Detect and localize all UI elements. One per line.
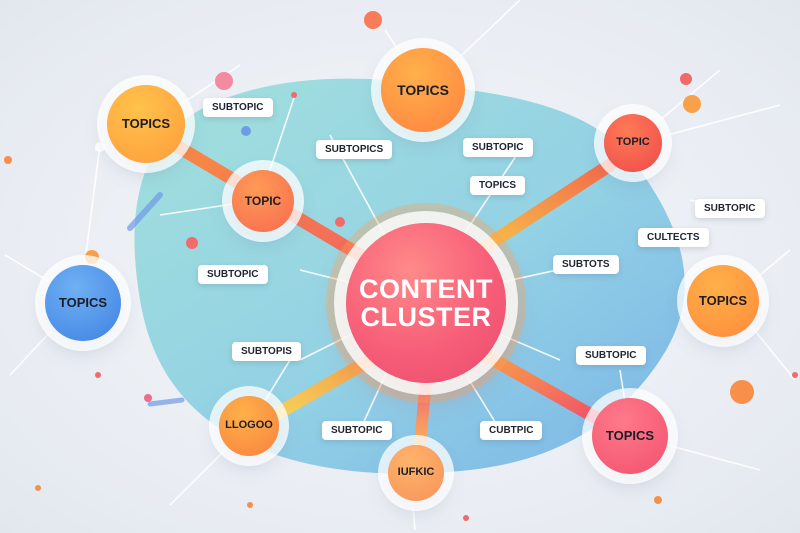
subtopic-label[interactable]: SUBTOPIC xyxy=(463,138,533,157)
topic-node-left-label: TOPICS xyxy=(58,295,108,311)
topic-node-top-left[interactable]: TOPICS xyxy=(107,85,185,163)
topic-node-bottom-left-label: LLOGOO xyxy=(225,419,273,432)
topic-node-bottom-right-label: TOPICS xyxy=(605,428,655,444)
decorative-streaks xyxy=(127,192,185,407)
topic-node-left[interactable]: TOPICS xyxy=(45,265,121,341)
subtopic-label[interactable]: CULTECTS xyxy=(638,228,709,247)
subtopic-label[interactable]: SUBTOPIS xyxy=(232,342,301,361)
subtopic-label[interactable]: SUBTOPIC xyxy=(695,199,765,218)
topic-node-right-label: TOPICS xyxy=(698,293,748,309)
topic-node-top-right-label: TOPIC xyxy=(616,136,650,149)
subtopic-label[interactable]: SUBTOTS xyxy=(553,255,619,274)
topic-node-inner-left-label: TOPIC xyxy=(244,193,282,208)
decorative-dots xyxy=(4,11,798,521)
topic-node-bottom-left[interactable]: LLOGOO xyxy=(219,396,279,456)
topic-node-top-left-label: TOPICS xyxy=(121,116,171,132)
subtopic-label[interactable]: SUBTOPICS xyxy=(316,140,393,159)
topic-node-bottom[interactable]: IUFKIC xyxy=(388,445,444,501)
subtopic-label[interactable]: SUBTOPIC xyxy=(322,421,392,440)
subtopic-label[interactable]: SUBTOPIC xyxy=(198,265,268,284)
topic-node-bottom-right[interactable]: TOPICS xyxy=(592,398,668,474)
topic-node-inner-left[interactable]: TOPIC xyxy=(232,170,294,232)
topic-node-top-right[interactable]: TOPIC xyxy=(604,114,662,172)
topic-node-bottom-label: IUFKIC xyxy=(397,466,435,479)
center-line-1: CONTENT xyxy=(359,273,493,304)
content-cluster-node[interactable]: CONTENT CLUSTER xyxy=(346,223,506,383)
topic-node-right[interactable]: TOPICS xyxy=(687,265,759,337)
topic-node-top[interactable]: TOPICS xyxy=(381,48,465,132)
subtopic-label[interactable]: SUBTOPIC xyxy=(576,346,646,365)
main-spokes xyxy=(109,113,705,451)
subtopic-label[interactable]: TOPICS xyxy=(470,176,526,195)
subtopic-label[interactable]: SUBTOPIC xyxy=(203,98,273,117)
center-line-2: CLUSTER xyxy=(360,302,492,332)
topic-node-top-label: TOPICS xyxy=(397,81,449,98)
subtopic-label[interactable]: CUBTPIC xyxy=(480,421,543,440)
